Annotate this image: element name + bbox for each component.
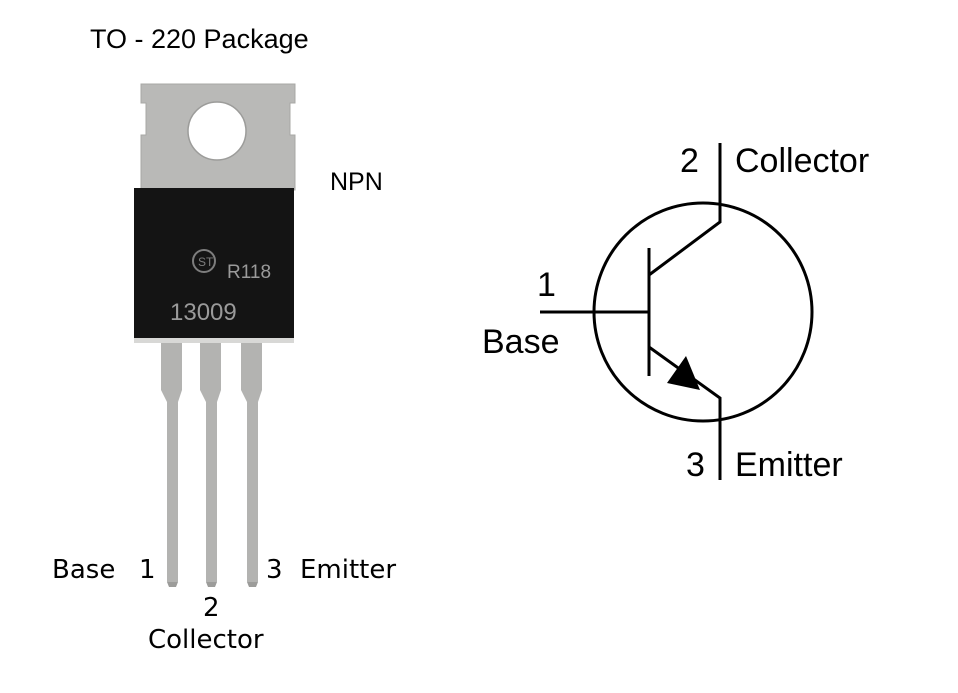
svg-text:ST: ST [198, 255, 214, 269]
schematic-pin2-name: Collector [735, 142, 870, 180]
schematic-pin2-number: 2 [680, 142, 699, 180]
package-pin2-name: Collector [148, 625, 264, 655]
lead-3 [241, 343, 262, 587]
package-pin3-number: 3 [266, 555, 283, 585]
schematic-pin1-number: 1 [537, 266, 556, 304]
package-pin1-name: Base [52, 555, 116, 585]
transistor-type-label: NPN [330, 168, 383, 196]
manufacturer-logo-icon: ST [192, 249, 216, 273]
chip-part-number: 13009 [170, 299, 237, 326]
package-pin3-name: Emitter [300, 555, 397, 585]
schematic-pin3-name: Emitter [735, 446, 843, 484]
schematic-pin1-name: Base [482, 323, 560, 361]
chip-marking: R118 [227, 262, 271, 283]
page-title: TO - 220 Package [90, 24, 309, 54]
emitter-wire [648, 345, 722, 480]
collector-wire [648, 143, 722, 277]
npn-transistor-icon [540, 143, 814, 480]
emitter-arrow-icon [667, 356, 700, 390]
package-pin1-number: 1 [139, 555, 156, 585]
mounting-hole [187, 101, 247, 161]
lead-1 [161, 343, 182, 587]
schematic-pin3-number: 3 [686, 446, 705, 484]
lead-2 [200, 343, 221, 587]
package-pin2-number: 2 [203, 593, 220, 623]
